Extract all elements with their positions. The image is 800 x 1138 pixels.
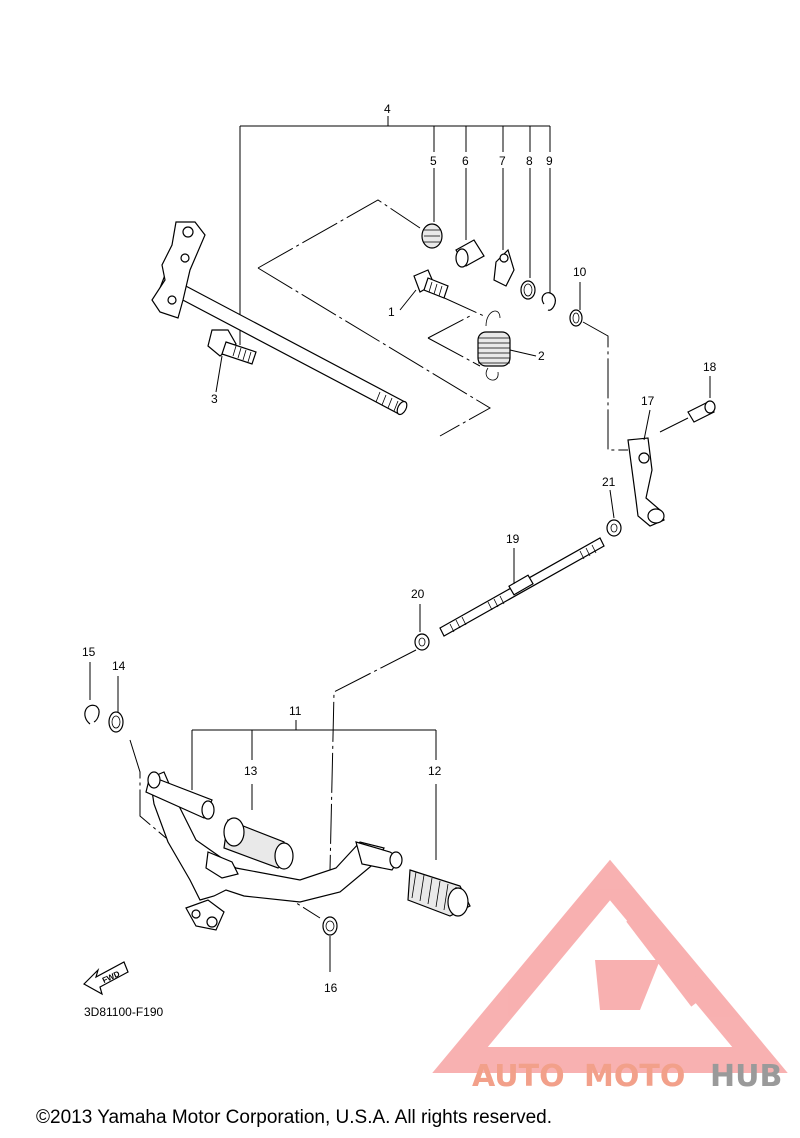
svg-text:HUB: HUB: [710, 1059, 782, 1094]
stud-bolt-3: [207, 329, 257, 365]
washer-8: [520, 280, 536, 300]
watermark-text: AUTO MOTO HUB: [472, 1059, 782, 1094]
callout-19: 19: [506, 532, 520, 546]
callout-12: 12: [428, 764, 442, 778]
fwd-arrow-icon: FWD: [83, 961, 129, 996]
bolt-18: [659, 400, 716, 433]
shift-pedal-11: [149, 771, 403, 931]
spring-2: [477, 310, 511, 381]
callout-11: 11: [289, 704, 302, 718]
svg-text:MOTO: MOTO: [584, 1059, 685, 1094]
copyright-text: ©2013 Yamaha Motor Corporation, U.S.A. A…: [36, 1107, 552, 1128]
callout-16: 16: [324, 981, 338, 995]
callout-9: 9: [546, 154, 553, 168]
shift-arm-17: [627, 437, 665, 527]
callout-13: 13: [244, 764, 258, 778]
shift-shaft: [151, 221, 408, 416]
assembly-bracket-11: [191, 720, 437, 860]
callout-14: 14: [112, 659, 126, 673]
shift-arm-7: [493, 248, 515, 287]
nut-20: [414, 633, 430, 651]
collar-6: [455, 239, 485, 268]
nut-21: [606, 519, 622, 537]
shift-rod-19: [439, 537, 605, 637]
callout-7: 7: [499, 154, 506, 168]
fwd-label: FWD: [101, 969, 122, 985]
callout-21: 21: [602, 475, 616, 489]
washer-10: [569, 309, 583, 327]
callout-3: 3: [211, 392, 218, 406]
washer-16: [322, 916, 338, 936]
callout-10: 10: [573, 265, 587, 279]
pin-shaft: [145, 771, 215, 820]
callout-1: 1: [388, 305, 395, 319]
callout-15: 15: [82, 645, 96, 659]
callout-17: 17: [641, 394, 655, 408]
callout-4: 4: [384, 102, 391, 116]
spring-5: [421, 223, 443, 249]
washer-14: [108, 711, 124, 733]
callout-20: 20: [411, 587, 425, 601]
circlip-9: [541, 292, 556, 311]
callout-5: 5: [430, 154, 437, 168]
assembly-bracket-4: [239, 116, 551, 345]
rubber-13: [223, 817, 294, 870]
pedal-rubber-12: [407, 869, 471, 917]
callout-8: 8: [526, 154, 533, 168]
bolt-1: [413, 269, 449, 299]
watermark-logo-icon: [432, 859, 788, 1073]
svg-text:AUTO: AUTO: [472, 1059, 565, 1094]
diagram-code: 3D81100-F190: [84, 1005, 163, 1019]
circlip-15: [84, 704, 100, 725]
callout-2: 2: [538, 349, 545, 363]
callout-18: 18: [703, 360, 717, 374]
callout-6: 6: [462, 154, 469, 168]
